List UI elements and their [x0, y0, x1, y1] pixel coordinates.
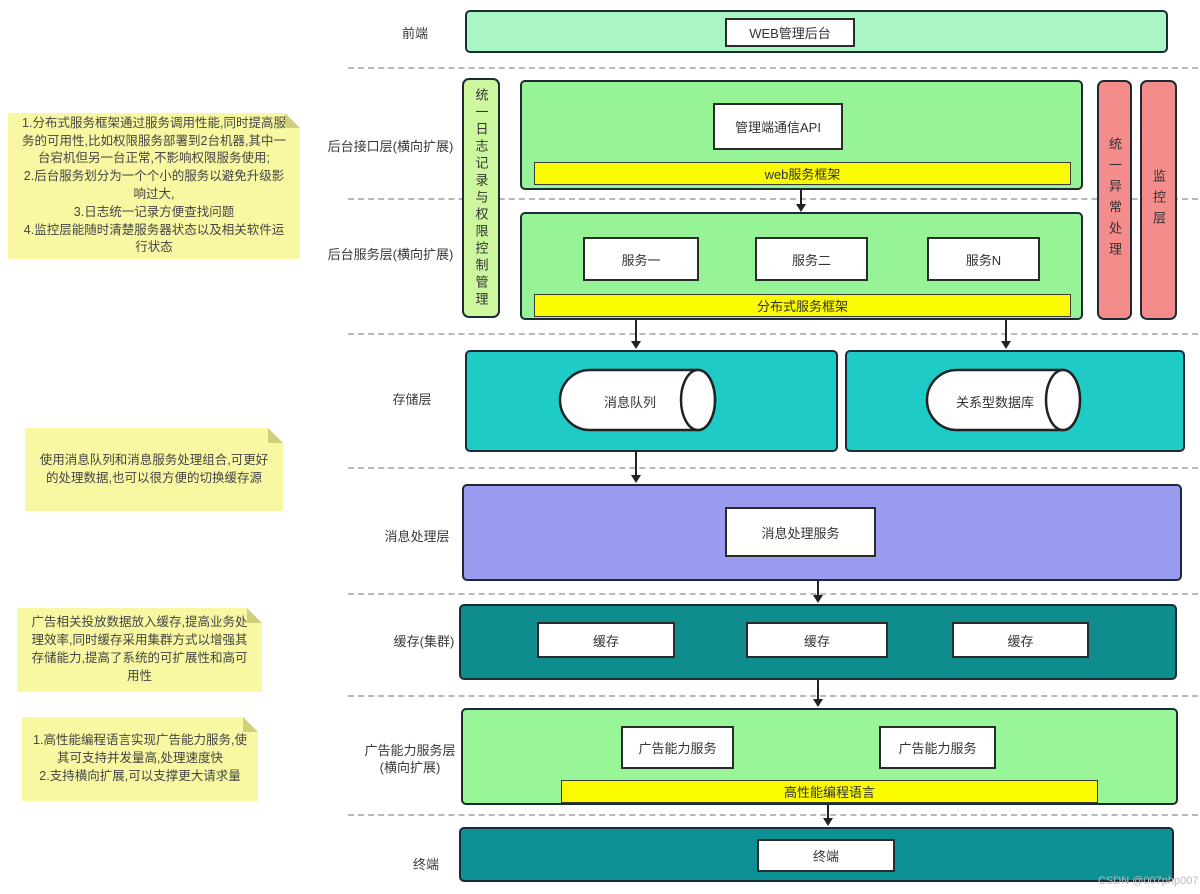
message-queue-label: 消息队列 [603, 395, 656, 410]
web-framework-strip: web服务框架 [534, 162, 1071, 185]
service-n-box: 服务N [927, 237, 1040, 281]
service-one-box: 服务一 [583, 237, 699, 281]
frontend-layer-box: WEB管理后台 [465, 10, 1168, 53]
ad-layer-box: 广告能力服务 广告能力服务 高性能编程语言 [461, 708, 1178, 805]
monitor-layer-bar: 监控层 [1140, 80, 1177, 320]
separator-line [348, 814, 1198, 816]
log-permission-bar: 统一日志记录与权限控制管理 [462, 78, 500, 318]
arrow-cache-to-ad [813, 680, 823, 707]
note-high-performance-language: 1.高性能编程语言实现广告能力服务,使 其可支持并发量高,处理速度快 2.支持横… [22, 717, 258, 801]
exception-handling-bar-label: 统一异常处理 [1107, 137, 1122, 263]
distributed-framework-strip: 分布式服务框架 [534, 294, 1071, 317]
arrow-interface-to-service [796, 190, 806, 212]
relational-db-cylinder [925, 368, 1082, 432]
label-storage-layer: 存储层 [392, 392, 432, 407]
high-performance-language-strip: 高性能编程语言 [561, 780, 1098, 803]
cache-box-2: 缓存 [746, 622, 888, 658]
label-message-layer: 消息处理层 [384, 529, 450, 544]
label-ad-layer-line2: (横向扩展) [379, 760, 441, 775]
label-frontend-layer: 前端 [401, 26, 428, 41]
service-two-box: 服务二 [755, 237, 868, 281]
separator-line [348, 198, 1198, 200]
cache-layer-box: 缓存 缓存 缓存 [459, 604, 1177, 680]
arrow-service-to-database [1001, 320, 1011, 349]
arrow-message-to-cache [813, 581, 823, 603]
separator-line [348, 333, 1198, 335]
ad-service-box-1: 广告能力服务 [621, 726, 734, 769]
separator-line [348, 467, 1198, 469]
label-service-layer: 后台服务层(横向扩展) [327, 247, 454, 262]
note-message-queue: 使用消息队列和消息服务处理组合,可更好 的处理数据,也可以很方便的切换缓存源 [25, 428, 283, 511]
cache-box-3: 缓存 [952, 622, 1089, 658]
separator-line [348, 593, 1198, 595]
terminal-box: 终端 [757, 839, 895, 872]
separator-line [348, 67, 1198, 69]
cache-box-1: 缓存 [537, 622, 675, 658]
web-admin-box: WEB管理后台 [725, 18, 855, 47]
arrow-service-to-queue [631, 320, 641, 349]
exception-handling-bar: 统一异常处理 [1097, 80, 1132, 320]
note-cache-cluster: 广告相关投放数据放入缓存,提高业务处 理效率,同时缓存采用集群方式以增强其 存储… [17, 608, 262, 692]
admin-api-box: 管理端通信API [713, 103, 843, 150]
label-terminal-layer: 终端 [412, 857, 439, 872]
arrow-queue-to-message [631, 452, 641, 483]
arrow-ad-to-terminal [823, 805, 833, 826]
csdn-watermark: CSDN @007php007 [1098, 875, 1199, 887]
monitor-layer-bar-label: 监控层 [1151, 168, 1166, 232]
label-cache-layer: 缓存(集群) [393, 634, 455, 649]
separator-line [348, 695, 1198, 697]
relational-db-label: 关系型数据库 [955, 395, 1034, 410]
label-ad-layer-line1: 广告能力服务层 [364, 743, 456, 758]
label-interface-layer: 后台接口层(横向扩展) [327, 139, 454, 154]
log-permission-bar-label: 统一日志记录与权限控制管理 [473, 87, 489, 309]
message-queue-cylinder [558, 368, 717, 432]
label-ad-layer: 广告能力服务层 (横向扩展) [350, 742, 470, 776]
interface-layer-box: 管理端通信API web服务框架 [520, 80, 1083, 190]
note-distributed-framework: 1.分布式服务框架通过服务调用性能,同时提高服 务的可用性,比如权限服务部署到2… [8, 113, 300, 259]
message-layer-box: 消息处理服务 [462, 484, 1182, 581]
terminal-layer-box: 终端 [459, 827, 1174, 882]
ad-service-box-2: 广告能力服务 [879, 726, 996, 769]
message-service-box: 消息处理服务 [725, 507, 876, 557]
service-layer-box: 服务一 服务二 服务N 分布式服务框架 [520, 212, 1083, 320]
